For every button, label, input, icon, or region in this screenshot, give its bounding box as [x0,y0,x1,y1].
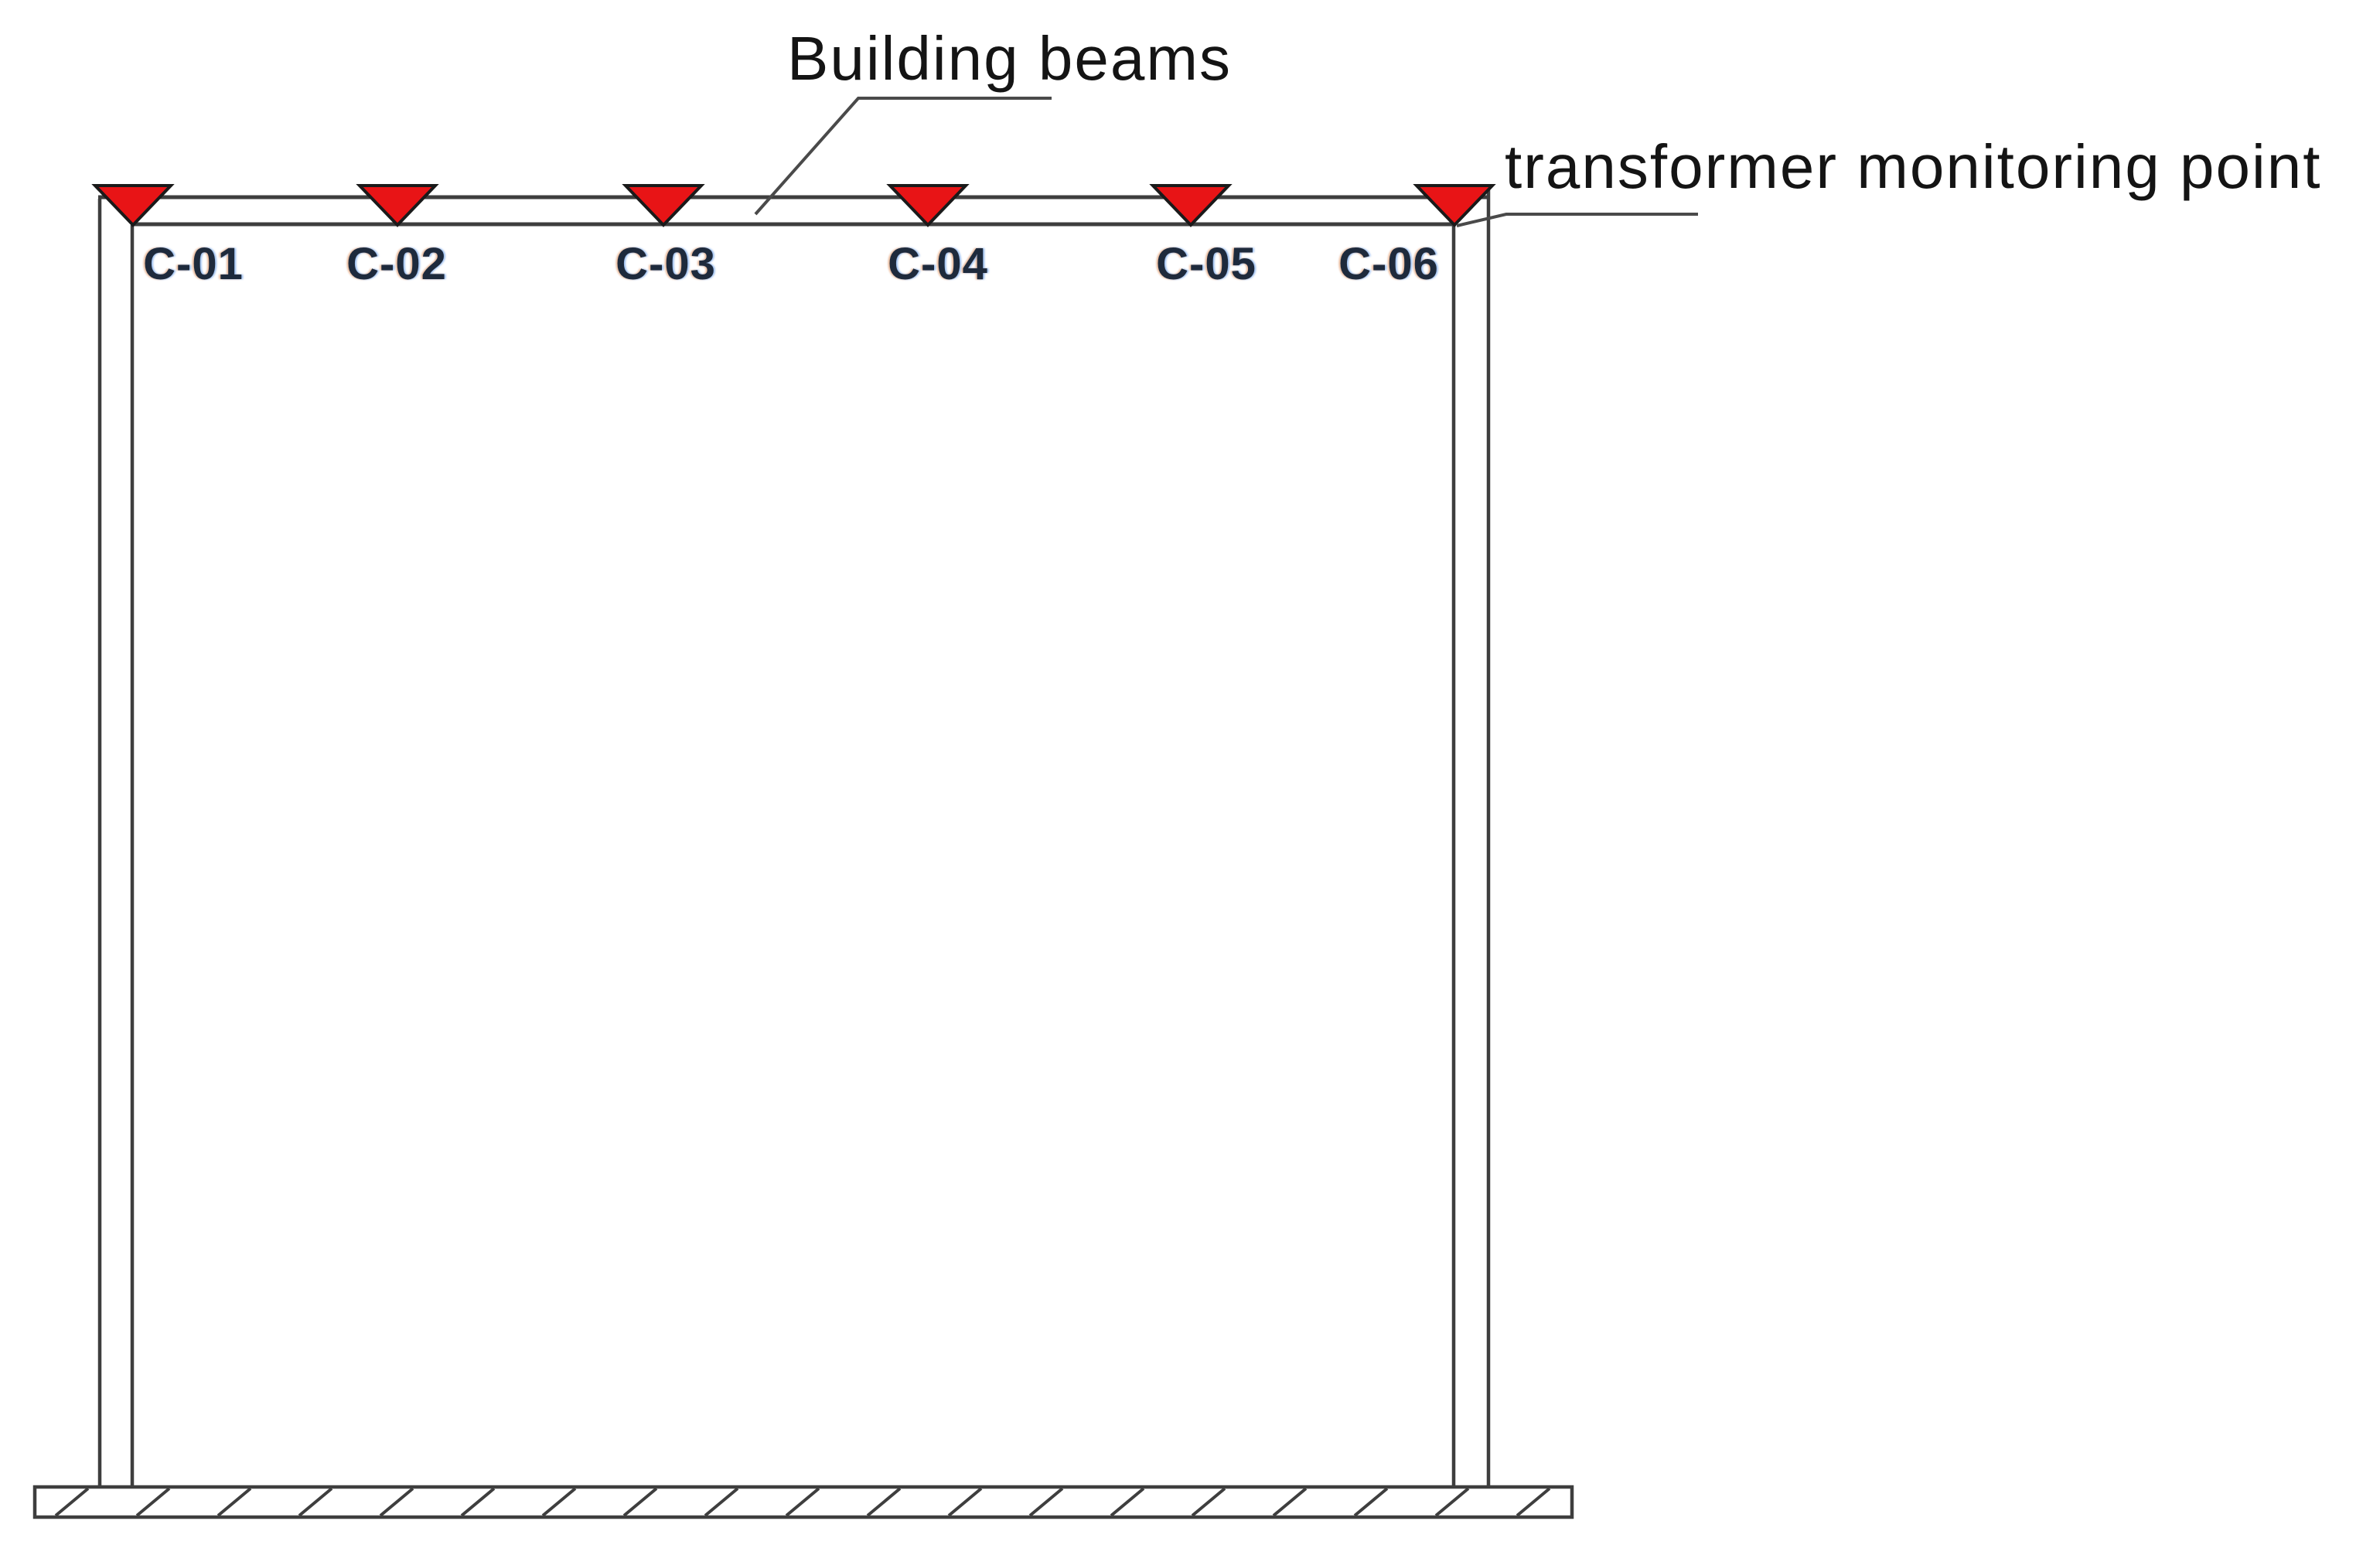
transformer-annotation-leader-line [1456,213,1698,227]
monitoring-point-marker-icon [1413,184,1496,227]
monitoring-point-labels: C-01 C-02 C-03 C-04 C-05 C-06 [143,239,1439,289]
transformer-annotation: transformer monitoring point [1456,132,2321,227]
monitoring-point-marker-icon [886,184,970,227]
right-column [1451,189,1491,1492]
building-beam [98,195,1490,227]
monitoring-point-markers [91,184,1496,227]
monitoring-point-label: C-03 [615,239,716,289]
transformer-annotation-label: transformer monitoring point [1505,132,2321,201]
monitoring-point-marker-icon [1149,184,1233,227]
monitoring-point-label: C-02 [346,239,447,289]
monitoring-point-label: C-05 [1156,239,1256,289]
ground-hatch-lines [54,1487,1551,1517]
monitoring-point-marker-icon [91,184,175,227]
beam-annotation-label: Building beams [787,24,1232,93]
monitoring-point-marker-icon [356,184,439,227]
left-column [97,199,135,1492]
beam-annotation-leader-line [754,97,1052,216]
monitoring-point-label: C-04 [888,239,988,289]
beam-annotation: Building beams [754,24,1232,216]
monitoring-point-label: C-01 [143,239,244,289]
ground-strip-outline [32,1485,1574,1519]
monitoring-point-label: C-06 [1338,239,1439,289]
monitoring-point-marker-icon [622,184,705,227]
ground-footing [32,1485,1574,1519]
